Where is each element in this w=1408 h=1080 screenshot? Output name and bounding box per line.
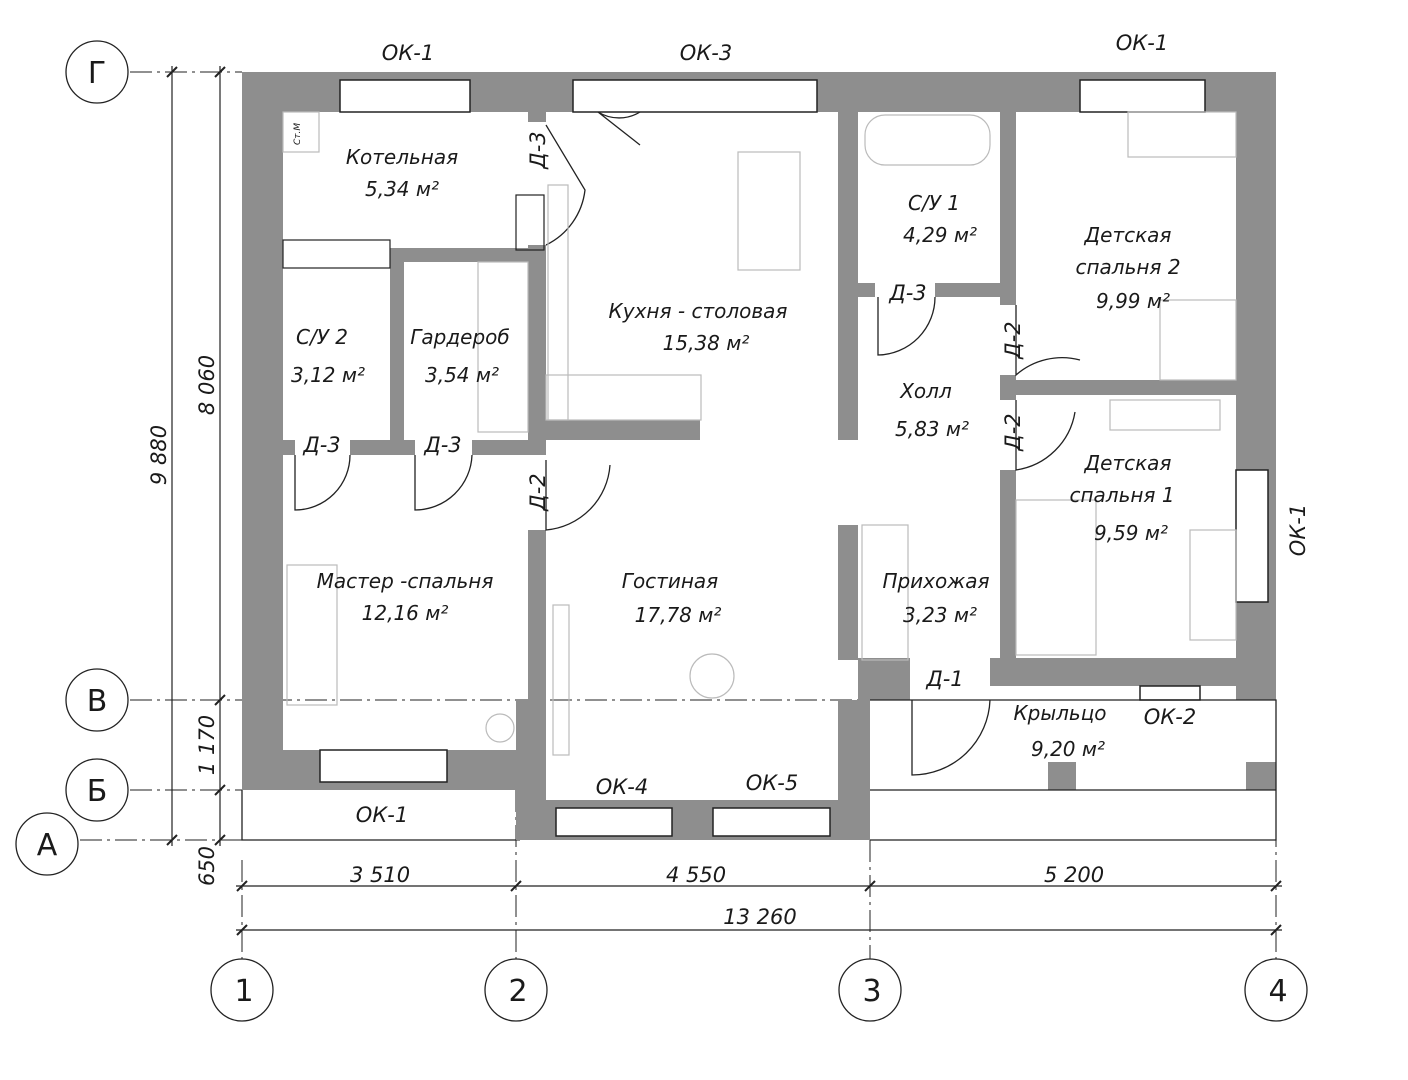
room-entry-name: Прихожая [882,569,989,593]
window-label: ОК-2 [1144,705,1196,729]
window-label: ОК-3 [680,41,732,65]
door-label: Д-3 [423,433,461,457]
door-label: Д-2 [526,473,550,511]
room-hall-name: Холл [899,379,952,403]
room-su1-area: 4,29 м² [903,223,977,247]
axis-row-label: Б [87,774,108,809]
dim-label: 13 260 [723,905,796,929]
axis-col-label: 3 [862,974,881,1009]
windows [319,79,1269,837]
room-kotelnaya-name: Котельная [346,145,458,169]
door-label: Д-3 [302,433,340,457]
window-label: ОК-1 [1286,504,1310,556]
room-su1-name: С/У 1 [908,191,960,215]
room-child2-area: 9,99 м² [1096,289,1170,313]
room-su2-name: С/У 2 [296,325,348,349]
furniture [282,111,1237,756]
room-entry-area: 3,23 м² [903,603,977,627]
dim-label: 5 200 [1044,863,1104,887]
room-child1-name: Детская [1084,451,1172,475]
dim-label: 1 170 [195,715,219,775]
dim-label: 8 060 [195,355,219,415]
dim-label: 9 880 [147,425,171,485]
door-label: Д-2 [1001,321,1025,359]
door-label: Д-2 [1001,413,1025,451]
dim-label: 4 550 [666,863,726,887]
room-porch-name: Крыльцо [1013,701,1106,725]
axis-bubbles: Г В Б А 1 2 3 4 [15,40,1308,1022]
room-garderob-name: Гардероб [410,325,510,349]
window-label: ОК-1 [382,41,434,65]
room-master-name: Мастер -спальня [317,569,494,593]
door-label: Д-1 [925,667,963,691]
room-child1-name2: спальня 1 [1069,483,1174,507]
room-living-area: 17,78 м² [635,603,722,627]
axis-row-label: А [37,828,58,863]
door-label: Д-3 [888,281,926,305]
axis-row-label: Г [88,56,106,91]
room-labels: Котельная 5,34 м² Кухня - столовая 15,38… [291,145,1181,761]
dim-label: 650 [195,846,219,886]
dimensions: 3 510 4 550 5 200 13 260 9 880 8 060 1 1… [147,66,1282,936]
room-kitchen-area: 15,38 м² [663,331,750,355]
room-child2-name2: спальня 2 [1075,255,1180,279]
axis-col-label: 4 [1268,974,1287,1009]
boiler-mark: Ст.М [293,123,303,145]
doors [294,111,1081,776]
room-child2-name: Детская [1084,223,1172,247]
room-hall-area: 5,83 м² [895,417,969,441]
axis-col-label: 1 [234,974,253,1009]
door-label: Д-3 [526,131,550,169]
room-kitchen-name: Кухня - столовая [609,299,788,323]
window-label: ОК-4 [596,775,648,799]
porch-outline [241,699,1277,841]
opening-labels: ОК-1 ОК-3 ОК-1 ОК-1 ОК-1 ОК-4 ОК-5 ОК-2 … [302,31,1310,827]
room-su2-area: 3,12 м² [291,363,365,387]
room-living-name: Гостиная [622,569,718,593]
room-child1-area: 9,59 м² [1094,521,1168,545]
dim-label: 3 510 [350,863,410,887]
axis-row-label: В [87,684,108,719]
room-porch-area: 9,20 м² [1031,737,1105,761]
room-master-area: 12,16 м² [362,601,449,625]
axis-col-label: 2 [508,974,527,1009]
room-garderob-area: 3,54 м² [425,363,499,387]
window-label: ОК-5 [746,771,798,795]
window-label: ОК-1 [1116,31,1168,55]
room-kotelnaya-area: 5,34 м² [365,177,439,201]
window-label: ОК-1 [356,803,408,827]
